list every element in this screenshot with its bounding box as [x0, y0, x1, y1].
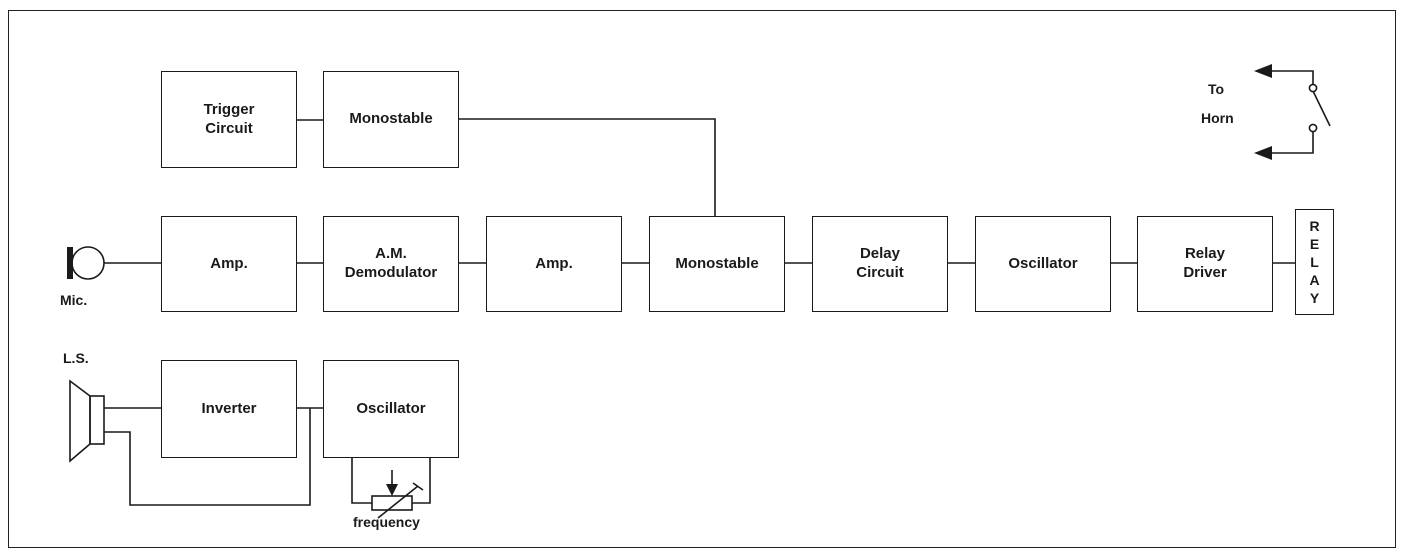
block-oscillator-main: Oscillator	[975, 216, 1111, 312]
frequency-label: frequency	[353, 514, 420, 530]
mic-label: Mic.	[60, 292, 88, 308]
relay-letter: Y	[1309, 290, 1320, 306]
horn-arrow-bottom	[1254, 146, 1272, 160]
block-text: Driver	[1183, 264, 1227, 281]
block-amp-2: Amp.	[486, 216, 622, 312]
block-text: Amp.	[535, 254, 573, 272]
relay-letter: R	[1309, 218, 1320, 234]
block-text: Oscillator	[1008, 254, 1078, 272]
pot-body	[371, 495, 413, 511]
horn-to-label: To	[1208, 81, 1225, 97]
wire-pot-left	[351, 457, 372, 504]
block-text: Amp.	[210, 254, 248, 272]
loudspeaker-label: L.S.	[63, 350, 89, 366]
block-monostable-top: Monostable	[323, 71, 459, 168]
pot-arrow-tick	[412, 482, 424, 491]
block-text: Trigger	[203, 100, 255, 118]
wire-monostable-to-main	[459, 118, 716, 216]
block-amp-1: Amp.	[161, 216, 297, 312]
block-text: Inverter	[201, 399, 257, 417]
horn-wire-bottom	[1265, 132, 1314, 154]
wire-pot-right	[412, 457, 431, 504]
mic-bar	[67, 247, 73, 279]
block-text: Monostable	[349, 110, 433, 128]
horn-contact-top	[1308, 83, 1318, 93]
pot-wiper-arrow	[386, 484, 398, 496]
horn-contact-bottom	[1308, 123, 1318, 133]
diagram-frame	[8, 10, 1396, 548]
block-text: Monostable	[675, 254, 759, 272]
mic-head	[71, 246, 105, 280]
block-text: Oscillator	[356, 399, 426, 417]
relay-block: R E L A Y	[1295, 209, 1334, 315]
wire-feedback	[104, 408, 311, 506]
horn-arrow-top	[1254, 64, 1272, 78]
relay-letter: L	[1310, 254, 1319, 270]
relay-letter: A	[1309, 272, 1320, 288]
block-oscillator-bottom: Oscillator	[323, 360, 459, 458]
horn-switch-blade	[1312, 90, 1331, 127]
pot-arrow-line	[377, 485, 419, 519]
horn-label: Horn	[1201, 110, 1234, 126]
block-monostable-main: Monostable	[649, 216, 785, 312]
ls-cone	[69, 379, 91, 463]
horn-wire-top	[1265, 70, 1314, 84]
ls-magnet	[89, 395, 105, 445]
block-text: Circuit	[205, 119, 253, 137]
block-am-demodulator: A.M.Demodulator	[323, 216, 459, 312]
relay-letter: E	[1309, 236, 1320, 252]
block-text: Delay	[859, 245, 900, 263]
block-text: Demodulator	[344, 264, 438, 281]
block-text: Relay	[1184, 245, 1225, 263]
block-text: Circuit	[856, 264, 904, 281]
block-text: A.M.	[375, 245, 407, 263]
block-inverter: Inverter	[161, 360, 297, 458]
